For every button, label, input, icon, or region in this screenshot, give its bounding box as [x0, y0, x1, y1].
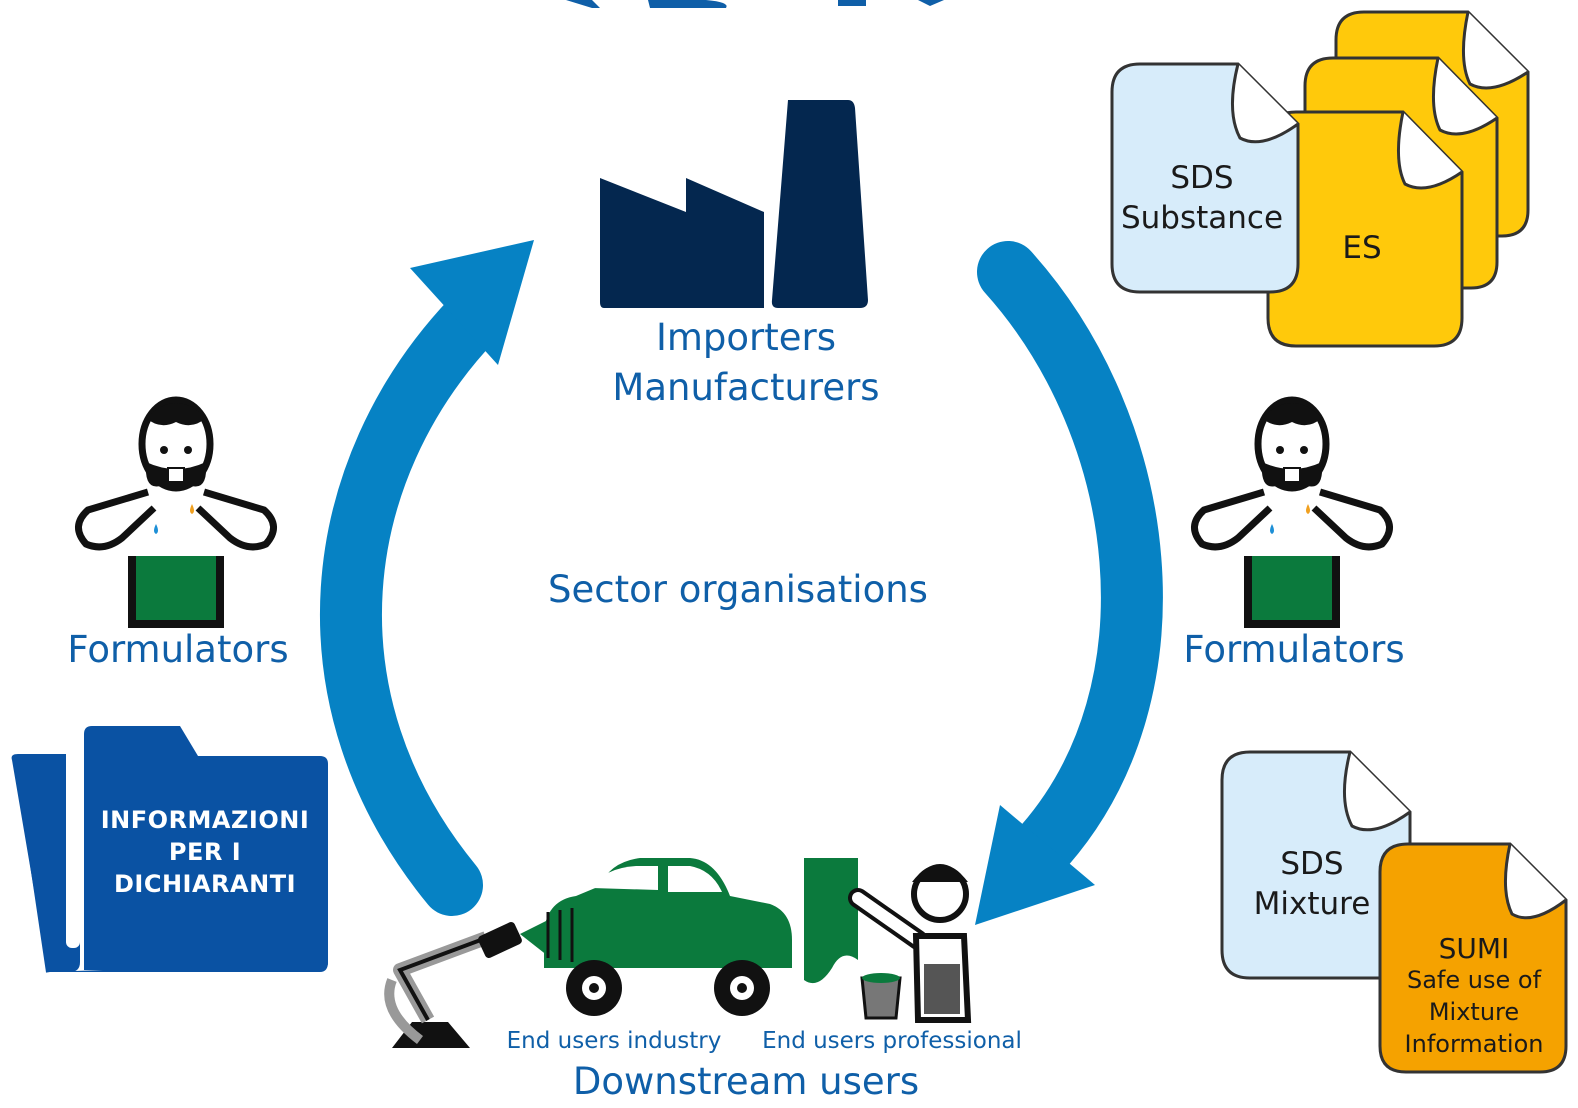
cycle-arrow-left	[320, 240, 534, 916]
formulators-right-label: Formulators	[1183, 628, 1405, 671]
robot-arm-icon	[384, 920, 548, 1048]
manufacturers-label: Manufacturers	[612, 366, 880, 409]
factory-icon	[600, 100, 868, 308]
end-users-professional-label: End users professional	[762, 1028, 1022, 1054]
sds-mixture-line2: Mixture	[1253, 886, 1371, 922]
car-icon	[544, 858, 792, 1016]
cycle-arrow-right	[975, 241, 1163, 925]
downstream-users-label: Downstream users	[572, 1060, 920, 1103]
sumi-line1: SUMI	[1438, 932, 1510, 965]
formulator-icon-left	[75, 396, 277, 628]
importers-label: Importers	[655, 316, 837, 359]
sds-mixture-line1: SDS	[1280, 846, 1344, 882]
sds-substance-line2: Substance	[1120, 200, 1284, 236]
sumi-line2: Safe use of	[1406, 966, 1542, 994]
sumi-line4: Information	[1404, 1030, 1544, 1058]
sumi-document	[1378, 842, 1568, 1074]
es-label: ES	[1342, 230, 1382, 266]
painter-icon	[804, 858, 972, 1023]
end-users-industry-label: End users industry	[506, 1028, 722, 1054]
formulators-left-label: Formulators	[67, 628, 289, 671]
es-document-stack	[1266, 10, 1530, 348]
sumi-line3: Mixture	[1428, 998, 1520, 1026]
formulator-icon-right	[1191, 396, 1393, 628]
sector-organisations-label: Sector organisations	[548, 568, 928, 611]
folder-line3: DICHIARANTI	[114, 870, 296, 898]
folder-line2: PER I	[168, 838, 242, 866]
folder-icon	[11, 726, 328, 973]
sds-substance-document	[1110, 62, 1300, 294]
sds-substance-line1: SDS	[1170, 160, 1234, 196]
folder-line1: INFORMAZIONI	[100, 806, 310, 834]
title-fragment	[566, 0, 944, 8]
